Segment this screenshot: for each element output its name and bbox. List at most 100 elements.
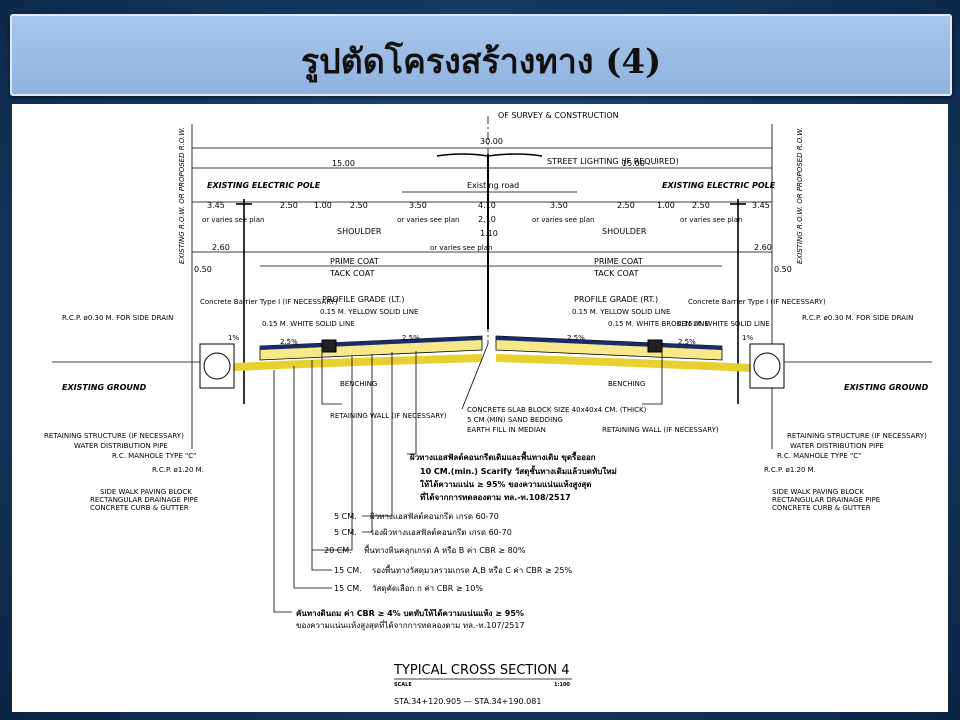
slide-title: รูปตัดโครงสร้างทาง (4) — [300, 42, 662, 82]
retaining-wall-left-label: RETAINING WALL (IF NECESSARY) — [330, 412, 447, 420]
barrier-left-label: Concrete Barrier Type I (IF NECESSARY) — [200, 298, 338, 306]
rcp-side-right: R.C.P. ø0.30 M. FOR SIDE DRAIN — [802, 314, 913, 322]
water-pipe-right: WATER DISTRIBUTION PIPE — [790, 442, 884, 450]
section-caption: TYPICAL CROSS SECTION 4 — [393, 663, 570, 678]
layer-3-desc: พื้นทางหินคลุกเกรด A หรือ B ค่า CBR ≥ 80… — [364, 544, 526, 555]
dim-half-left: 15.00 — [332, 159, 355, 168]
benching-left: BENCHING — [340, 380, 377, 388]
row-label-right: EXISTING R.O.W. OR PROPOSED R.O.W. — [796, 127, 804, 264]
leader-scarify — [407, 351, 417, 455]
slope-25-c: 2.5% — [567, 334, 585, 342]
existing-road-label: Existing road — [467, 181, 519, 190]
scarify-note-1: ผิวทางแอสฟัลต์คอนกรีตเดิมและพื้นทางเดิม … — [410, 451, 596, 463]
existing-ground-left: EXISTING GROUND — [62, 383, 147, 392]
dim-050-right: 0.50 — [774, 265, 792, 274]
layer-1-desc: ผิวทางแอสฟัลต์คอนกรีต เกรด 60-70 — [370, 511, 499, 521]
sand-bed-label: 5 CM (MIN) SAND BEDDING — [467, 416, 563, 424]
layer-5-thickness: 15 CM. — [334, 584, 362, 593]
subbase-right — [496, 354, 752, 372]
leader-l3 — [312, 356, 353, 551]
leader-l5 — [293, 366, 332, 589]
manhole-right: R.C. MANHOLE TYPE "C" — [777, 452, 861, 460]
slope-25-a: 2.5% — [280, 338, 298, 346]
varies-5: or varies see plan — [430, 244, 492, 252]
drawing-sheet: OF SURVEY & CONSTRUCTION 30.00 15.00 15.… — [12, 104, 948, 712]
asphalt-right — [496, 336, 722, 350]
dim-350-left: 3.50 — [409, 201, 427, 210]
slope-25-b: 2.5% — [402, 334, 420, 342]
varies-1: or varies see plan — [202, 216, 264, 224]
dim-100-right: 1.00 — [657, 201, 675, 210]
white-broken-right: 0.15 M. WHITE BROKEN LINE — [608, 320, 709, 328]
layer-2-thickness: 5 CM. — [334, 528, 357, 537]
manhole-left: R.C. MANHOLE TYPE "C" — [112, 452, 196, 460]
ret-structure-right: RETAINING STRUCTURE (IF NECESSARY) — [787, 432, 927, 440]
tack-coat-left: TACK COAT — [329, 269, 375, 278]
sidewalk-right: SIDE WALK PAVING BLOCK — [772, 488, 864, 496]
yellow-line-right: 0.15 M. YELLOW SOLID LINE — [572, 308, 670, 316]
drain-pipe-right: RECTANGULAR DRAINAGE PIPE — [772, 496, 880, 504]
title-bar: รูปตัดโครงสร้างทาง (4) — [10, 14, 952, 96]
median-leader — [461, 343, 489, 410]
dim-100-left: 1.00 — [314, 201, 332, 210]
tack-coat-right: TACK COAT — [593, 269, 639, 278]
layer-3-thickness: 20 CM. — [324, 546, 352, 555]
subgrade-note-2: ของความแน่นแห้งสูงสุดที่ได้จากการทดลองตา… — [296, 619, 525, 631]
dim-250-right: 2.50 — [617, 201, 635, 210]
slope-1-left: 1% — [228, 334, 239, 342]
dim-250-left: 2.50 — [280, 201, 298, 210]
dim-350-right: 3.50 — [550, 201, 568, 210]
existing-ground-right: EXISTING GROUND — [844, 383, 929, 392]
barrier-right — [647, 339, 663, 353]
street-lighting-label: STREET LIGHTING (IF REQUIRED) — [547, 157, 679, 166]
benching-right: BENCHING — [608, 380, 645, 388]
dim-total: 30.00 — [480, 137, 503, 146]
layer-5-desc: วัสดุคัดเลือก ก ค่า CBR ≥ 10% — [372, 584, 483, 593]
dim-345-right: 3.45 — [752, 201, 770, 210]
drain-pipe-left: RECTANGULAR DRAINAGE PIPE — [90, 496, 198, 504]
profile-rt-label: PROFILE GRADE (RT.) — [574, 295, 658, 304]
leader-subgrade — [273, 370, 292, 613]
dim-half-right: 15.00 — [622, 159, 645, 168]
cl-label: OF SURVEY & CONSTRUCTION — [498, 111, 619, 120]
rcp-pipe-left — [203, 352, 231, 380]
dim-250b-right: 2.50 — [692, 201, 710, 210]
dim-210: 2.10 — [478, 215, 496, 224]
dim-260-left: 2.60 — [212, 243, 230, 252]
cross-section-drawing: OF SURVEY & CONSTRUCTION 30.00 15.00 15.… — [44, 111, 932, 706]
white-solid-left: 0.15 M. WHITE SOLID LINE — [262, 320, 355, 328]
concrete-slab-label: CONCRETE SLAB BLOCK SIZE 40x40x4 CM. (TH… — [467, 406, 647, 414]
ret-structure-left: RETAINING STRUCTURE (IF NECESSARY) — [44, 432, 184, 440]
scarify-note-2: 10 CM.(min.) Scarify วัสดุชั้นทางเดิมแล้… — [420, 465, 617, 477]
retaining-wall-right — [642, 352, 663, 405]
layer-2-desc: รองผิวทางแอสฟัลต์คอนกรีต เกรด 60-70 — [370, 527, 512, 537]
station-range: STA.34+120.905 — STA.34+190.081 — [394, 697, 541, 706]
sidewalk-left: SIDE WALK PAVING BLOCK — [100, 488, 192, 496]
curb-right: CONCRETE CURB & GUTTER — [772, 504, 871, 512]
leader-l4 — [311, 360, 332, 571]
existing-pole-right-label: EXISTING ELECTRIC POLE — [662, 181, 776, 190]
layer-4-thickness: 15 CM. — [334, 566, 362, 575]
scale-label: SCALE — [394, 682, 412, 688]
leader-l2 — [362, 354, 373, 533]
shoulder-right: SHOULDER — [602, 227, 647, 236]
rcp-pipe-right — [753, 352, 781, 380]
rcp-120-left: R.C.P. ø1.20 M. — [152, 466, 204, 474]
barrier-right-label: Concrete Barrier Type I (IF NECESSARY) — [688, 298, 826, 306]
scarify-note-3: ให้ได้ความแน่น ≥ 95% ของความแน่นแห้งสูงส… — [420, 479, 591, 490]
shoulder-left: SHOULDER — [337, 227, 382, 236]
retaining-wall-right-label: RETAINING WALL (IF NECESSARY) — [602, 426, 719, 434]
street-light-arms — [436, 153, 543, 157]
slope-1-right: 1% — [742, 334, 753, 342]
leader-l1 — [362, 352, 393, 517]
prime-coat-right: PRIME COAT — [594, 257, 643, 266]
dim-410: 4.10 — [478, 201, 496, 210]
rcp-120-right: R.C.P. ø1.20 M. — [764, 466, 816, 474]
asphalt-left — [260, 336, 482, 350]
curb-left: CONCRETE CURB & GUTTER — [90, 504, 189, 512]
existing-pole-left-label: EXISTING ELECTRIC POLE — [207, 181, 321, 190]
subgrade-note-1: คันทางดินถม ค่า CBR ≥ 4% บดทับให้ได้ความ… — [296, 608, 524, 618]
dim-250b-left: 2.50 — [350, 201, 368, 210]
layer-4-desc: รองพื้นทางวัสดุมวลรวมเกรด A,B หรือ C ค่า… — [372, 564, 572, 575]
dim-110: 1.10 — [480, 229, 498, 238]
